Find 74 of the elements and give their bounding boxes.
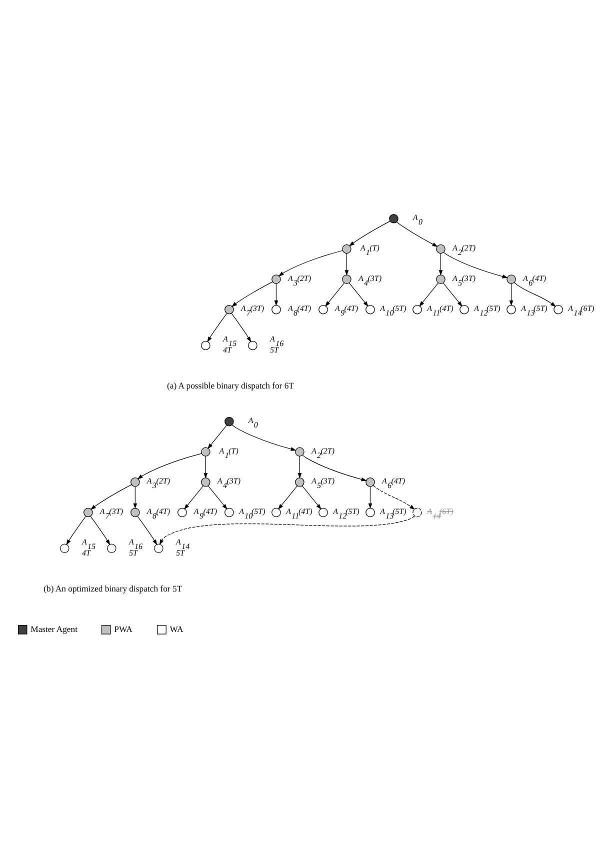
node-circle [389,214,398,224]
node-circle [460,304,469,314]
legend-label: Master Agent [30,624,78,634]
node-circle [366,304,375,314]
arrow [396,222,438,247]
node-circle [84,508,93,518]
label: (b) An optimized binary dispatch for 5T [44,583,182,594]
arrow [372,485,416,510]
arrow [278,250,343,276]
arrow [208,486,228,510]
node-circle [366,508,375,518]
node-circle [130,508,140,518]
legend-label: PWA [114,624,132,634]
arrow [207,313,228,342]
node-circle [224,304,234,314]
node-circle [436,244,446,254]
arrow [514,282,556,307]
node-circle [272,304,281,314]
node-circle [318,304,328,314]
arrow [204,456,208,479]
node-circle [178,508,187,518]
arrow [231,313,252,342]
arrow [184,486,204,510]
node-circle [130,478,140,487]
node-circle [201,478,210,487]
arrow [302,454,367,482]
node-circle [412,304,422,314]
arrow [90,484,132,510]
arrow [278,486,298,510]
node-circle [272,274,281,284]
arrow [298,456,302,479]
arrow [302,486,322,510]
node-circle [248,340,258,350]
node-circle [366,478,375,487]
node-circle [506,274,516,284]
node-circle [412,508,422,518]
arrow [274,283,278,306]
node-circle [272,508,281,518]
legend-label: WA [170,624,184,634]
arrow [231,281,273,307]
arrow [90,516,110,546]
arrow [137,453,202,480]
node-circle [107,544,116,553]
arrow [66,516,86,546]
arrow [232,424,296,451]
arrow [348,282,368,307]
node-circle [295,447,304,456]
node-circle [295,478,304,487]
node-circle [318,508,328,518]
arrow [348,220,390,246]
arrow [368,486,372,509]
node-circle [60,544,70,553]
node-circle [224,416,234,426]
node-circle [342,274,352,284]
node-circle [342,244,352,254]
arrow [442,282,462,307]
arrow [208,424,227,449]
arrow [438,253,443,276]
arrow [443,252,508,278]
arrow [133,486,138,509]
label: (a) A possible binary dispatch for 6T [167,380,294,391]
node-circle [554,304,563,314]
arrow [509,283,514,306]
node-circle [436,274,446,284]
arrow [159,516,415,546]
node-circle [506,304,516,314]
arrow [344,253,349,276]
node-circle [154,544,164,553]
node-circle [224,508,234,518]
node-circle [201,447,210,456]
arrow [137,516,158,546]
arrow [419,282,439,307]
node-circle [201,340,210,350]
arrow [325,282,344,307]
